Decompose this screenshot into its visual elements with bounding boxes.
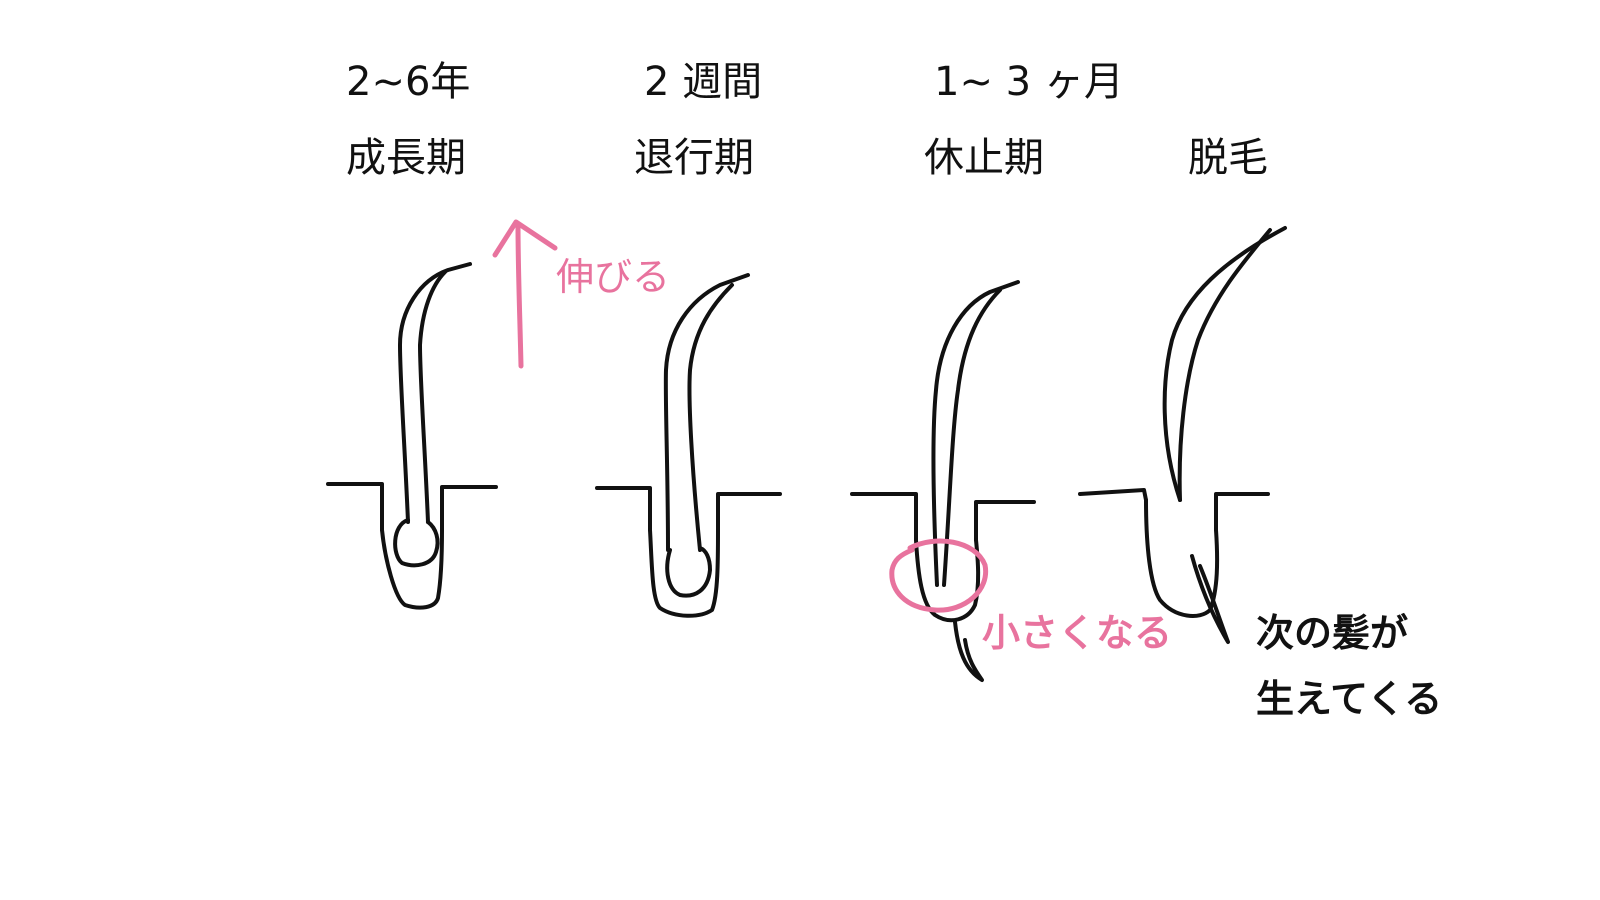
next-hair-annotation-line2: 生えてくる — [1256, 677, 1443, 721]
catagen-skin-line — [595, 486, 652, 532]
telogen-skin-line — [850, 492, 918, 542]
catagen-skin-line-right — [716, 492, 782, 532]
growth-follicle — [380, 528, 444, 610]
shedding-follicle — [1144, 498, 1220, 618]
grow-arrow-icon — [492, 219, 558, 369]
next-hair-annotation-line1: 次の髪が — [1256, 611, 1409, 655]
telogen-follicle — [914, 538, 981, 623]
stage-name-growth: 成長期 — [346, 135, 466, 181]
shrink-circle-icon — [889, 538, 989, 613]
telogen-hair-shaft — [931, 280, 1020, 587]
growth-bulb — [393, 518, 440, 568]
telogen-stage-follicle — [850, 280, 1036, 682]
catagen-stage-follicle — [595, 273, 782, 618]
shedding-new-hair — [1190, 554, 1230, 644]
grow-arrow-head — [492, 219, 558, 258]
stage-duration-catagen: 2 週間 — [644, 59, 763, 105]
telogen-hair-shaft-inner — [942, 288, 1002, 587]
catagen-hair-shaft-inner — [687, 283, 734, 552]
telogen-skin-line-right — [974, 500, 1036, 542]
catagen-bulb — [665, 546, 712, 598]
stage-name-shedding: 脱毛 — [1188, 135, 1268, 181]
growth-hair-shaft — [398, 262, 472, 524]
growth-skin-line-right — [440, 485, 498, 532]
growth-stage-follicle — [326, 262, 498, 610]
shrink-annotation: 小さくなる — [982, 611, 1173, 655]
stage-name-telogen: 休止期 — [924, 135, 1044, 181]
telogen-tail — [953, 620, 984, 682]
shedding-skin-line — [1078, 488, 1148, 502]
grow-arrow-shaft — [515, 222, 524, 369]
shedding-falling-hair — [1162, 226, 1287, 502]
catagen-hair-shaft — [663, 273, 750, 552]
catagen-follicle — [648, 528, 720, 618]
stage-duration-telogen: 1~ 3 ヶ月 — [934, 59, 1124, 105]
shedding-falling-hair-inner — [1177, 228, 1272, 502]
growth-skin-line — [326, 482, 384, 532]
grow-annotation: 伸びる — [556, 255, 671, 299]
stage-name-catagen: 退行期 — [634, 135, 754, 181]
stage-duration-growth: 2~6年 — [346, 59, 471, 105]
shedding-skin-line-right — [1214, 492, 1270, 532]
growth-hair-shaft-inner — [418, 270, 447, 524]
shedding-stage-follicle — [1078, 226, 1287, 644]
